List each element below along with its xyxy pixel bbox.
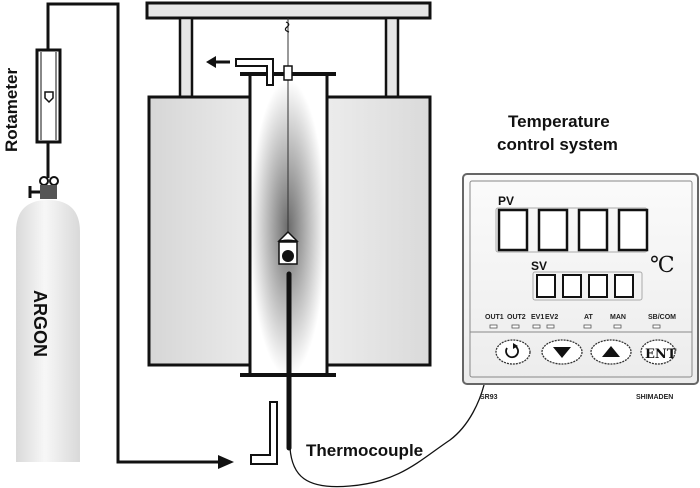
rotameter-label: Rotameter xyxy=(2,68,21,152)
sample-icon xyxy=(282,250,294,262)
model-label: SR93 xyxy=(480,394,498,401)
pv-digit xyxy=(497,208,529,252)
up-button[interactable] xyxy=(590,339,632,365)
float-icon xyxy=(44,91,54,104)
temp-control-label-line1: Temperature xyxy=(508,112,610,131)
argon-label: ARGON xyxy=(30,290,50,357)
indicator-label: SB/COM xyxy=(648,314,676,321)
hook-icon xyxy=(284,21,290,33)
indicator-label: OUT1 xyxy=(485,314,504,321)
cycle-icon xyxy=(505,345,519,359)
celsius-unit: ℃ xyxy=(650,253,675,278)
inlet-arrow-icon xyxy=(218,455,234,469)
pv-digit xyxy=(617,208,649,252)
sv-digit xyxy=(614,274,634,298)
sv-label: SV xyxy=(531,259,547,273)
indicator-label: EV2 xyxy=(545,314,558,321)
sv-digit xyxy=(588,274,608,298)
indicator-label: EV1 xyxy=(531,314,544,321)
support-frame xyxy=(145,1,432,100)
indicator-label: MAN xyxy=(610,314,626,321)
ent-label: ENT xyxy=(645,347,677,362)
cylinder-valve xyxy=(28,176,59,199)
temp-control-label-line2: control system xyxy=(497,135,618,154)
thermocouple-label: Thermocouple xyxy=(306,441,423,460)
triangle-down-icon xyxy=(553,347,571,358)
cycle-button[interactable] xyxy=(495,339,531,365)
sv-digit xyxy=(536,274,556,298)
triangle-up-icon xyxy=(602,346,620,357)
indicator-row: OUT1 OUT2 EV1 EV2 AT MAN SB/COM xyxy=(485,314,676,329)
gas-line xyxy=(46,2,225,464)
seal-icon xyxy=(283,65,293,81)
indicator-label: OUT2 xyxy=(507,314,526,321)
pv-digit xyxy=(577,208,609,252)
argon-cylinder xyxy=(16,200,80,462)
gas-inlet xyxy=(250,401,278,465)
outlet-arrow-icon xyxy=(206,56,230,68)
ent-button[interactable]: ENT xyxy=(640,339,677,365)
thermocouple-wire xyxy=(289,384,485,488)
rotameter xyxy=(35,48,62,144)
brand-label: SHIMADEN xyxy=(636,394,673,401)
pv-label: PV xyxy=(498,194,514,208)
indicator-label: AT xyxy=(584,314,594,321)
sv-digit xyxy=(562,274,582,298)
sv-display xyxy=(532,271,643,301)
gas-outlet xyxy=(235,58,274,86)
down-button[interactable] xyxy=(541,339,583,365)
pv-digit xyxy=(537,208,569,252)
temperature-controller: PV ℃ SV OUT1 OUT2 EV1 EV2 AT MAN SB/COM xyxy=(462,173,699,401)
suspension-wire xyxy=(283,18,293,232)
sample-basket xyxy=(277,230,299,265)
